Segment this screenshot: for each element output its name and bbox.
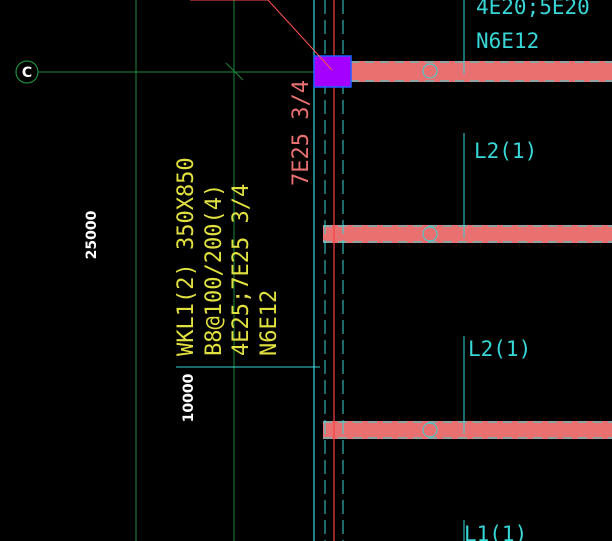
axis-bubble-label: C (22, 65, 32, 81)
wkl-beam-lines (313, 0, 344, 541)
beam-tag-l2-a[interactable]: L2(1) (474, 139, 537, 163)
beam-top[interactable] (350, 61, 612, 82)
column-rebar-label[interactable]: 7E25 3/4 (289, 80, 314, 186)
beams (323, 61, 612, 439)
axis-bubble-circle (15, 60, 39, 84)
wkl-annotation-line4: N6E12 (257, 290, 282, 356)
axis-bubble-c[interactable]: C (15, 60, 39, 84)
beam-tag-l2-b[interactable]: L2(1) (468, 337, 531, 361)
beam-bottom-marker-circle (422, 422, 438, 438)
wkl-annotation-line2: B8@100/200(4) (202, 184, 227, 356)
dimension-10000[interactable]: 10000 (181, 373, 197, 422)
beam-bottom[interactable] (323, 421, 612, 439)
leader-line (190, 0, 333, 71)
beam-tag-top-n[interactable]: N6E12 (476, 29, 539, 53)
beam-tags: 4E20;5E20 N6E12 L2(1) L2(1) L1(1) (464, 0, 590, 541)
beam-tag-top-partial[interactable]: 4E20;5E20 (476, 0, 590, 19)
leader-line-diagonal (267, 0, 333, 71)
dimension-25000[interactable]: 25000 (84, 210, 100, 259)
beam-top-marker-circle (422, 63, 438, 79)
beam-mid-marker-circle (422, 226, 438, 242)
wkl-annotation-line1: WKL1(2) 350X850 (174, 157, 199, 356)
wkl-annotation-line3: 4E25;7E25 3/4 (229, 184, 254, 356)
axis-tick-mark (225, 62, 244, 81)
wkl-annotation[interactable]: WKL1(2) 350X850 B8@100/200(4) 4E25;7E25 … (174, 157, 282, 356)
axis-lines (38, 0, 314, 541)
beam-tag-lines (176, 0, 465, 541)
beam-tag-l1[interactable]: L1(1) (464, 522, 527, 541)
column-block[interactable] (313, 55, 352, 88)
beam-mid[interactable] (323, 225, 612, 243)
